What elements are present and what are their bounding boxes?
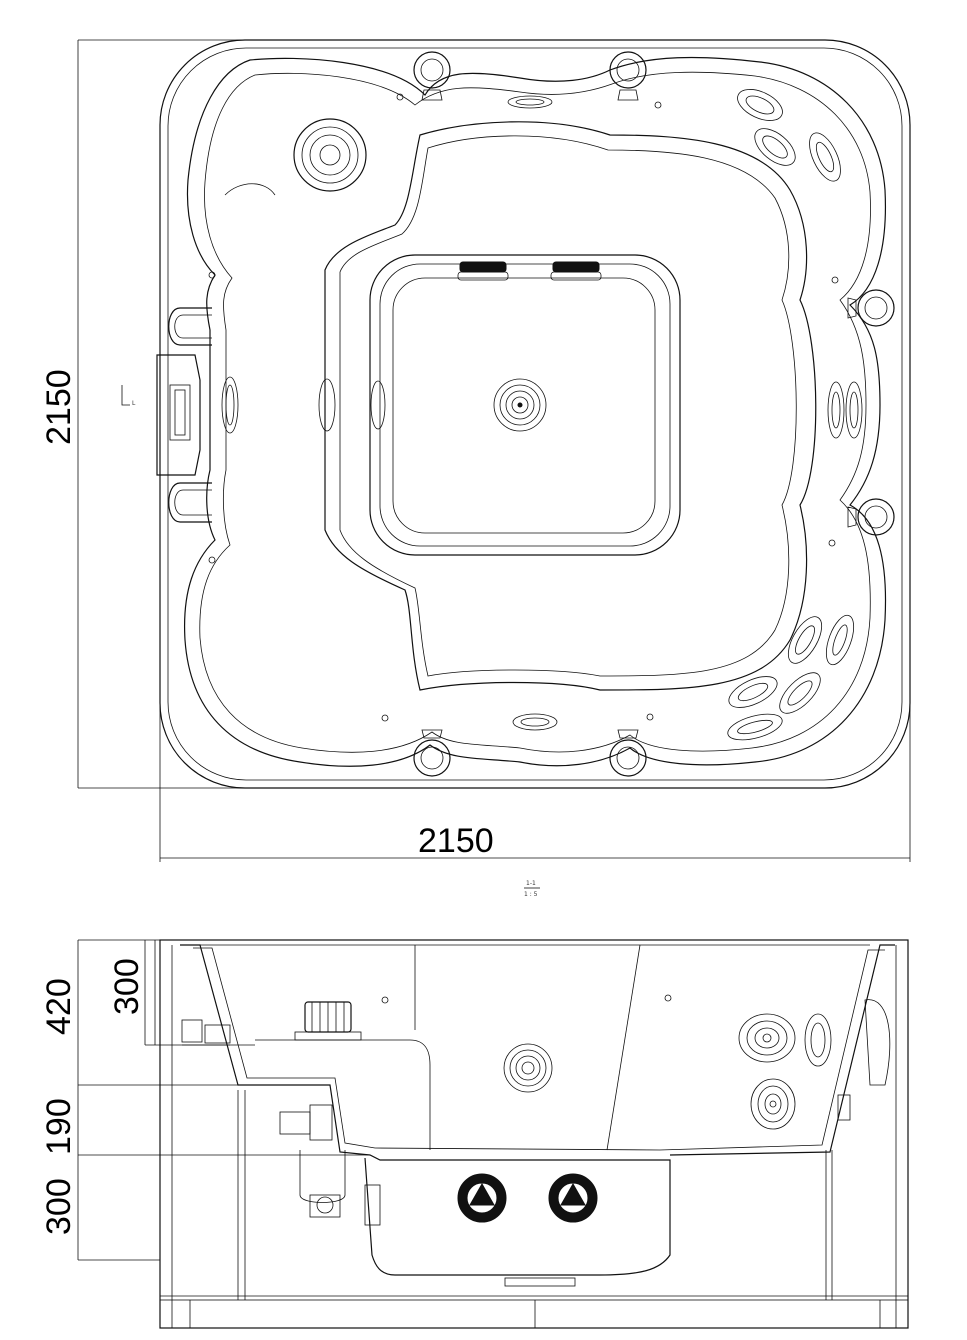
jet-cluster-bottom-right-icon: [727, 614, 855, 741]
pipe-fitting-icon: [279, 1104, 381, 1226]
jet-side-center-icon: [503, 1043, 553, 1093]
dim-190-label: 190: [40, 1098, 78, 1155]
top-view: L: [121, 39, 911, 789]
shell-profile: [180, 944, 895, 1276]
jet-cluster-top-right-icon: [737, 89, 841, 182]
axis-mark: L: [121, 385, 136, 407]
headrest-ring-right-2: [847, 498, 895, 536]
footwell-filter-left-icon: [457, 261, 509, 281]
filter-side-icon: [294, 1001, 362, 1041]
headrest-ring-bottom-1: [413, 729, 451, 777]
hole-side-2: [664, 994, 672, 1002]
jet-left-icon: [221, 376, 239, 434]
pump-left-icon: [457, 1173, 507, 1223]
grab-handle-left-lower: [168, 482, 212, 523]
jet-top-icon: [507, 95, 553, 109]
jet-inner-left-icon: [318, 378, 336, 432]
deck-outline: [183, 56, 887, 767]
side-pillow-right: [837, 999, 891, 1121]
shell-profile-inner: [193, 947, 885, 1151]
footwell-filter-right-icon: [550, 261, 602, 281]
pump-right-icon: [548, 1173, 598, 1223]
cabinet-outline: [159, 939, 909, 1329]
jet-inner-right-icon: [370, 380, 386, 430]
height-dimension-label: 2150: [40, 369, 78, 445]
jet-side-right-3-icon: [804, 1013, 832, 1067]
side-view-dimensions: 420 300 190 300: [40, 939, 370, 1261]
filter-canister-icon: [293, 118, 367, 192]
top-view-width-dimension: 2150: [159, 700, 911, 862]
svg-text:L: L: [132, 400, 136, 407]
jet-top-inner: [515, 98, 545, 106]
jet-side-right-2-icon: [750, 1078, 796, 1130]
jet-pair-right-icon: [827, 381, 863, 439]
outer-shell-inner: [167, 47, 903, 781]
svg-text:1-1: 1-1: [526, 880, 536, 887]
air-valve-left-icon: [181, 1019, 231, 1046]
headrest-ring-right-1: [847, 289, 895, 327]
dim-300-upper-label: 300: [108, 958, 146, 1015]
footwell-square-3: [392, 277, 656, 534]
grab-handle-left-upper: [168, 307, 212, 346]
headrest-ring-top-1: [413, 51, 451, 101]
seat-panel: [255, 1039, 431, 1150]
footwell-outline: [324, 121, 817, 691]
jet-left-inner: [225, 384, 235, 426]
footwell-outline-inner: [339, 135, 797, 677]
headrest-ring-bottom-2: [609, 729, 647, 777]
bottom-drain: [504, 1277, 576, 1287]
svg-text:1 : 5: 1 : 5: [524, 891, 538, 898]
dim-300-lower-label: 300: [40, 1178, 78, 1235]
side-view: [159, 939, 909, 1329]
width-dimension-label: 2150: [418, 822, 494, 860]
pillow-top-left: [224, 183, 276, 196]
air-control-holes: [208, 93, 839, 722]
jet-bottom-icon: [512, 713, 558, 731]
section-label: 1-1 1 : 5: [524, 880, 540, 898]
center-drain-icon: [493, 378, 547, 432]
control-panel-icon: [156, 354, 201, 476]
headrest-ring-top-2: [609, 51, 647, 101]
jet-side-right-1-icon: [738, 1013, 796, 1063]
footwell-square-2: [379, 263, 671, 547]
dim-420-label: 420: [40, 978, 78, 1035]
jet-bottom-inner: [520, 717, 550, 727]
deck-outline-inner: [199, 71, 871, 753]
base-frame: [159, 1299, 909, 1329]
hole-side-1: [381, 996, 389, 1004]
footwell-square: [369, 254, 681, 556]
top-view-height-dimension: 2150: [40, 39, 245, 789]
outer-shell: [159, 39, 911, 789]
